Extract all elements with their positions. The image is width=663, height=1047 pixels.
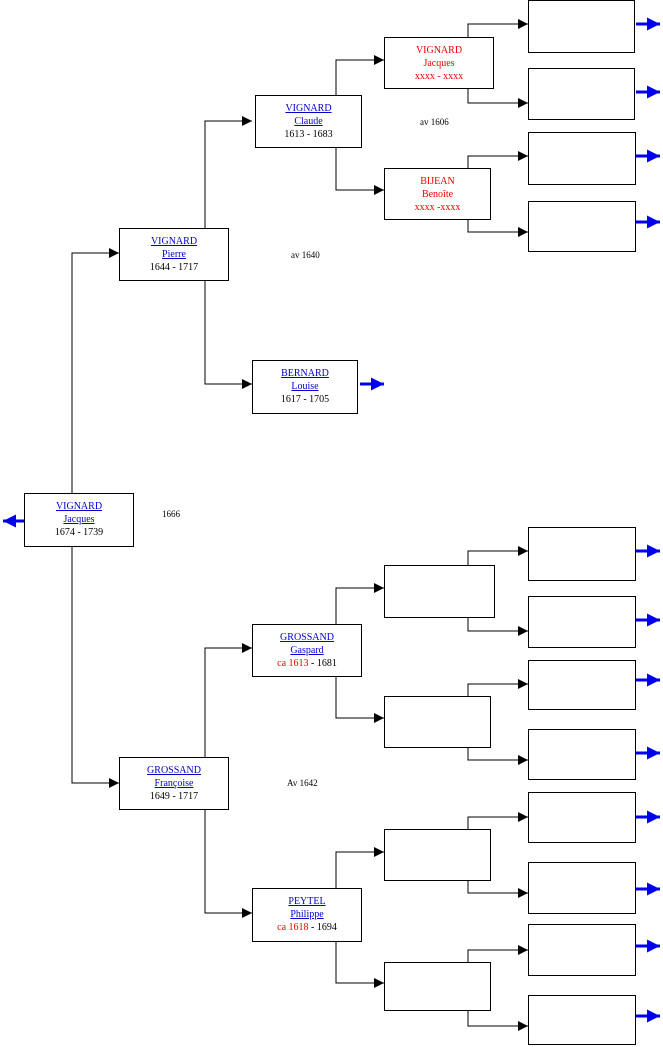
- person-box-great-grandmother: BIJEAN Benoîte xxxx -xxxx: [384, 168, 491, 220]
- person-box-paternal-grandmother: BERNARD Louise 1617 - 1705: [252, 360, 358, 414]
- life-dates: ca 1613 - 1681: [253, 657, 361, 670]
- person-box-maternal-grandmother: PEYTEL Philippe ca 1618 - 1694: [252, 888, 362, 942]
- surname-link[interactable]: BERNARD: [281, 368, 329, 379]
- person-box-great-grandfather: VIGNARD Jacques xxxx - xxxx: [384, 37, 494, 89]
- given-name-link[interactable]: Jacques: [63, 514, 95, 525]
- connector-mgm-ggf4: [335, 847, 384, 888]
- death-date: - 1694: [308, 922, 337, 933]
- person-box-empty: [384, 829, 491, 881]
- given-name: Jacques: [423, 58, 455, 69]
- person-box-empty: [528, 201, 636, 252]
- person-box-empty: [528, 729, 636, 780]
- circa-date: ca 1613: [277, 658, 309, 669]
- connector-father-pgm: [204, 281, 252, 389]
- person-box-mother: GROSSAND Françoise 1649 - 1717: [119, 757, 229, 810]
- connector-mgm-ggm4: [335, 942, 384, 988]
- person-box-empty: [528, 924, 636, 976]
- life-dates: 1613 - 1683: [284, 129, 333, 140]
- connector-root-mother: [71, 547, 119, 788]
- connector-father-pgf: [204, 116, 252, 228]
- given-name-link[interactable]: Pierre: [162, 249, 186, 260]
- person-box-empty: [528, 132, 636, 185]
- life-dates: 1644 - 1717: [149, 262, 199, 273]
- surname: VIGNARD: [415, 45, 463, 56]
- life-dates: xxxx - xxxx: [414, 71, 464, 82]
- person-box-empty: [384, 962, 491, 1011]
- person-box-root: VIGNARD Jacques 1674 - 1739: [24, 493, 134, 547]
- surname-link[interactable]: PEYTEL: [288, 896, 326, 907]
- surname-link[interactable]: VIGNARD: [55, 501, 103, 512]
- given-name-link[interactable]: Françoise: [154, 778, 194, 789]
- marriage-date: 1666: [162, 509, 180, 519]
- person-box-maternal-grandfather: GROSSAND Gaspard ca 1613 - 1681: [252, 624, 362, 677]
- marriage-date: av 1640: [291, 250, 320, 260]
- connector-mother-mgm: [204, 810, 252, 918]
- death-date: - 1681: [308, 658, 337, 669]
- person-box-empty: [528, 68, 635, 120]
- given-name: Benoîte: [421, 189, 454, 200]
- surname: BIJEAN: [420, 176, 455, 187]
- life-dates: xxxx -xxxx: [414, 202, 461, 213]
- person-box-empty: [528, 0, 635, 53]
- person-box-empty: [528, 527, 636, 581]
- connector-mgf-ggm3: [335, 677, 384, 723]
- connector-pgf-ggm1: [335, 148, 384, 195]
- surname-link[interactable]: VIGNARD: [150, 236, 198, 247]
- given-name-link[interactable]: Claude: [294, 116, 323, 127]
- given-name-link[interactable]: Louise: [291, 381, 319, 392]
- marriage-date: Av 1642: [287, 778, 318, 788]
- person-box-empty: [528, 596, 636, 648]
- person-box-empty: [384, 565, 495, 618]
- connector-mother-mgf: [204, 643, 252, 757]
- person-box-empty: [528, 862, 636, 914]
- surname-link[interactable]: GROSSAND: [147, 765, 201, 776]
- given-name-link[interactable]: Gaspard: [290, 645, 324, 656]
- connector-mgf-ggf3: [335, 583, 384, 624]
- connector-root-father: [71, 248, 119, 493]
- person-box-empty: [528, 660, 636, 710]
- person-box-father: VIGNARD Pierre 1644 - 1717: [119, 228, 229, 281]
- surname-link[interactable]: VIGNARD: [285, 103, 332, 114]
- person-box-empty: [528, 995, 636, 1045]
- life-dates: 1649 - 1717: [149, 791, 199, 802]
- person-box-empty: [528, 792, 636, 843]
- person-box-paternal-grandfather: VIGNARD Claude 1613 - 1683: [255, 95, 362, 148]
- marriage-date: av 1606: [420, 117, 449, 127]
- person-box-empty: [384, 696, 491, 748]
- given-name-link[interactable]: Philippe: [290, 909, 324, 920]
- life-dates: 1674 - 1739: [54, 527, 104, 538]
- surname-link[interactable]: GROSSAND: [280, 632, 334, 643]
- life-dates: ca 1618 - 1694: [253, 921, 361, 934]
- life-dates: 1617 - 1705: [280, 394, 330, 405]
- connector-pgf-ggf1: [335, 55, 384, 95]
- circa-date: ca 1618: [277, 922, 309, 933]
